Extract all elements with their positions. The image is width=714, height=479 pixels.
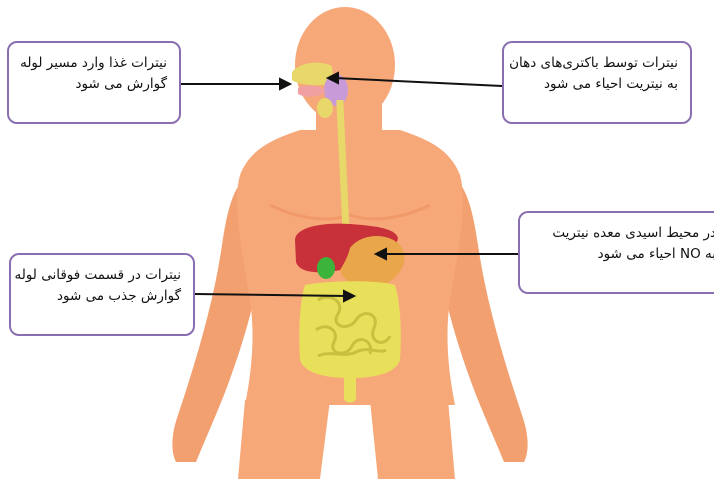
rectum <box>344 378 356 403</box>
right-leg <box>370 400 455 479</box>
callout-stomach-line2: به NO احیاء می شود <box>532 244 714 265</box>
callout-intestine-absorption: نیترات در قسمت فوقانی لوله گوارش جذب می … <box>9 253 195 336</box>
callout-food-nitrate: نیترات غذا وارد مسیر لوله گوارش می شود <box>7 41 181 124</box>
throat-gland <box>317 98 333 118</box>
callout-intestine-line1: نیترات در قسمت فوقانی لوله <box>23 265 181 286</box>
gallbladder <box>317 257 335 279</box>
callout-mouth-line1: نیترات توسط باکتری‌های دهان <box>516 53 678 74</box>
callout-mouth-bacteria: نیترات توسط باکتری‌های دهان به نیتریت اح… <box>502 41 692 124</box>
callout-intestine-line2: گوارش جذب می شود <box>23 286 181 307</box>
callout-stomach-acid: در محیط اسیدی معده نیتریت به NO احیاء می… <box>518 211 714 294</box>
callout-stomach-line1: در محیط اسیدی معده نیتریت <box>532 223 714 244</box>
callout-mouth-line2: به نیتریت احیاء می شود <box>516 74 678 95</box>
arrow-food-head <box>280 79 290 89</box>
left-leg <box>238 400 330 479</box>
callout-food-line1: نیترات غذا وارد مسیر لوله <box>21 53 167 74</box>
callout-food-line2: گوارش می شود <box>21 74 167 95</box>
